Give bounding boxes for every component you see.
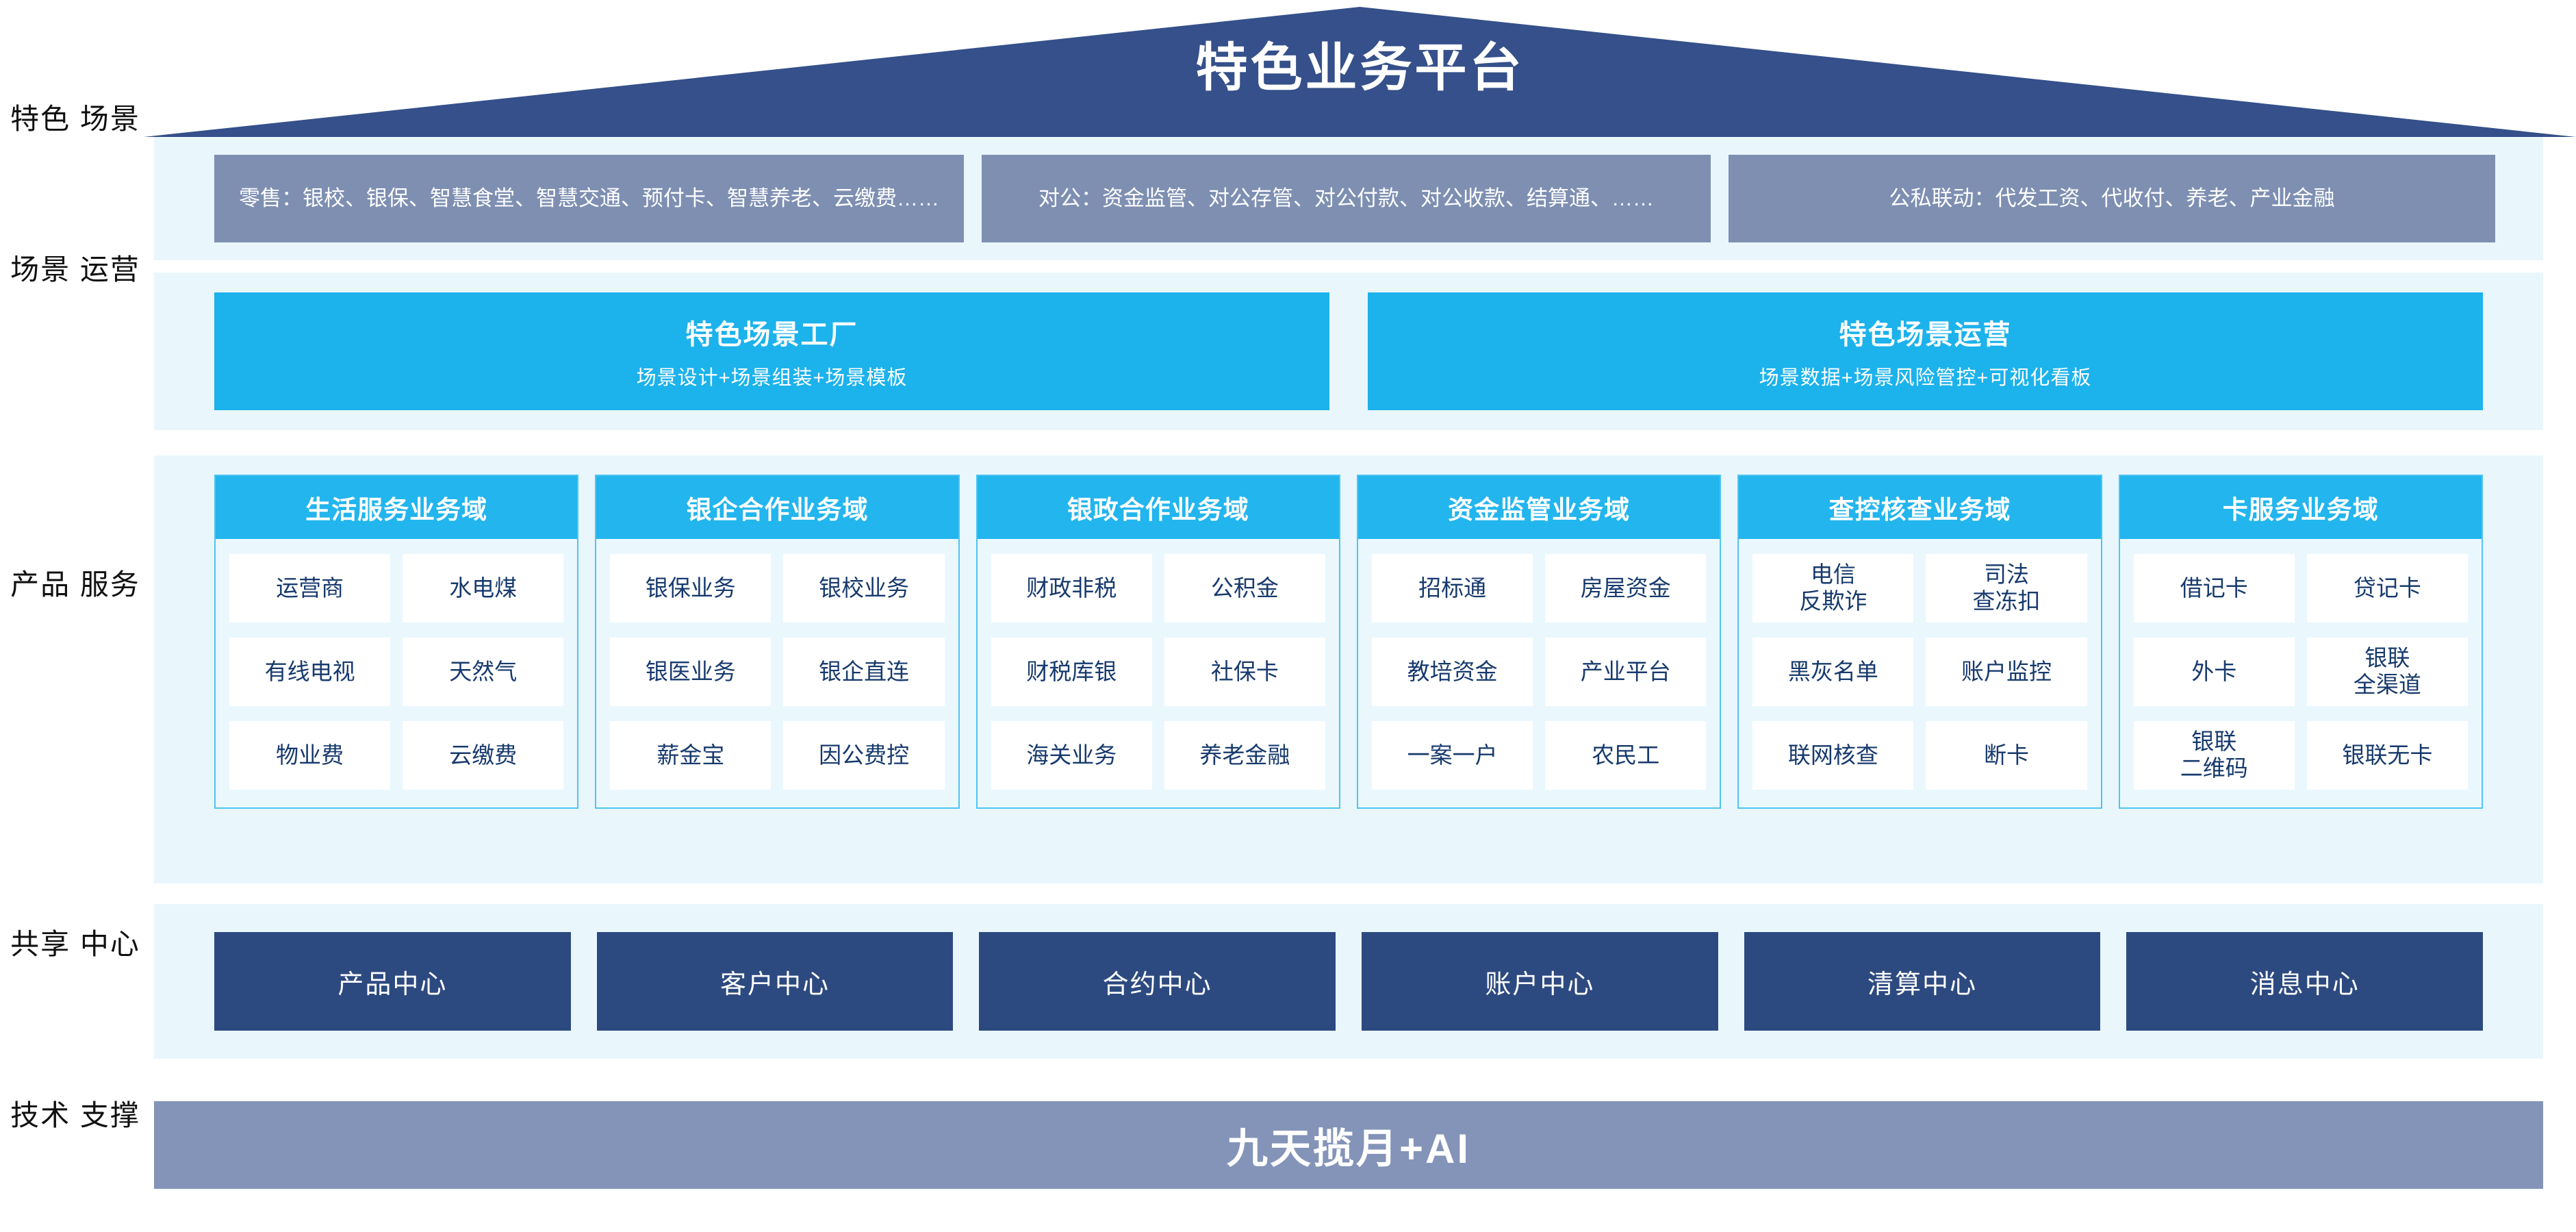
rail-label-scenario: 特色 场景 [10,103,140,135]
domain-item[interactable]: 银联 二维码 [2133,721,2295,790]
domain-card-title: 银政合作业务域 [977,476,1339,539]
domain-card[interactable]: 生活服务业务域运营商水电煤有线电视天然气物业费云缴费 [214,475,579,809]
domain-item[interactable]: 银医业务 [610,638,771,706]
operation-box-factory[interactable]: 特色场景工厂 场景设计+场景组装+场景模板 [214,292,1329,410]
domain-item-grid: 财政非税公积金财税库银社保卡海关业务养老金融 [978,539,1339,807]
domain-item[interactable]: 物业费 [229,721,391,790]
domain-item[interactable]: 公积金 [1164,554,1325,623]
domain-item-grid: 招标通房屋资金教培资金产业平台一案一户农民工 [1358,539,1720,807]
domain-item[interactable]: 有线电视 [229,638,391,706]
shared-center-box[interactable]: 账户中心 [1362,932,1718,1031]
domain-item[interactable]: 财政非税 [991,554,1152,623]
domain-card-title: 资金监管业务域 [1357,476,1720,539]
scenario-band: 零售：银校、银保、智慧食堂、智慧交通、预付卡、智慧养老、云缴费…… 对公：资金监… [154,137,2543,260]
domain-item[interactable]: 社保卡 [1164,638,1325,706]
shared-center-band: 产品中心客户中心合约中心账户中心清算中心消息中心 [154,904,2543,1059]
domain-item-grid: 运营商水电煤有线电视天然气物业费云缴费 [216,539,577,807]
domain-item[interactable]: 断卡 [1926,721,2087,790]
operation-factory-subtitle: 场景设计+场景组装+场景模板 [636,367,908,389]
shared-center-box[interactable]: 客户中心 [596,932,954,1031]
shared-center-box[interactable]: 消息中心 [2126,932,2484,1031]
domain-card-title: 银企合作业务域 [596,476,958,539]
rail-label-operation: 场景 运营 [10,253,140,286]
page-title: 特色业务平台 [1195,39,1525,97]
domain-item[interactable]: 农民工 [1545,721,1707,790]
domain-item[interactable]: 海关业务 [991,721,1152,790]
rail-label-product: 产品 服务 [10,568,140,601]
tech-support-label: 九天揽月+AI [1226,1125,1471,1172]
domain-item-grid: 银保业务银校业务银医业务银企直连薪金宝因公费控 [596,539,958,807]
domain-item[interactable]: 银企直连 [783,638,945,706]
domain-item[interactable]: 银校业务 [783,554,945,623]
domain-item[interactable]: 借记卡 [2133,554,2295,623]
domain-item[interactable]: 银联 全渠道 [2306,638,2468,706]
domain-item[interactable]: 外卡 [2133,638,2295,706]
scenario-box-linkage[interactable]: 公私联动：代发工资、代收付、养老、产业金融 [1729,155,2495,242]
domain-card[interactable]: 资金监管业务域招标通房屋资金教培资金产业平台一案一户农民工 [1356,475,1722,809]
domain-item[interactable]: 司法 查冻扣 [1926,554,2087,623]
shared-center-box[interactable]: 产品中心 [214,932,571,1031]
domain-card[interactable]: 查控核查业务域电信 反欺诈司法 查冻扣黑灰名单账户监控联网核查断卡 [1737,475,2102,809]
domain-item[interactable]: 产业平台 [1545,638,1707,706]
rail-label-shared: 共享 中心 [10,928,140,960]
scenario-box-corporate[interactable]: 对公：资金监管、对公存管、对公付款、对公收款、结算通、…… [982,155,1711,242]
operation-band: 特色场景工厂 场景设计+场景组装+场景模板 特色场景运营 场景数据+场景风险管控… [154,273,2543,430]
domain-item[interactable]: 云缴费 [403,721,564,790]
platform-banner: 特色业务平台 [144,7,2576,137]
domain-item-grid: 电信 反欺诈司法 查冻扣黑灰名单账户监控联网核查断卡 [1739,539,2100,807]
domain-item[interactable]: 财税库银 [991,638,1152,706]
domain-item[interactable]: 电信 反欺诈 [1752,554,1914,623]
rail-label-tech: 技术 支撑 [10,1099,140,1131]
domain-item[interactable]: 养老金融 [1164,721,1325,790]
domain-item[interactable]: 薪金宝 [610,721,771,790]
shared-center-box[interactable]: 合约中心 [979,932,1336,1031]
operation-box-operations[interactable]: 特色场景运营 场景数据+场景风险管控+可视化看板 [1368,292,2483,410]
domain-item[interactable]: 账户监控 [1926,638,2087,706]
domain-card[interactable]: 银企合作业务域银保业务银校业务银医业务银企直连薪金宝因公费控 [595,475,960,809]
domain-item[interactable]: 房屋资金 [1545,554,1707,623]
domain-card-title: 查控核查业务域 [1739,476,2101,539]
domain-item[interactable]: 银保业务 [610,554,771,623]
domain-item[interactable]: 教培资金 [1371,638,1533,706]
domain-card-title: 卡服务业务域 [2119,476,2482,539]
domain-item[interactable]: 一案一户 [1371,721,1533,790]
domain-item-grid: 借记卡贷记卡外卡银联 全渠道银联 二维码银联无卡 [2120,539,2482,807]
domain-card[interactable]: 银政合作业务域财政非税公积金财税库银社保卡海关业务养老金融 [975,475,1340,809]
domain-item[interactable]: 运营商 [229,554,391,623]
domain-item[interactable]: 招标通 [1371,554,1533,623]
product-service-band: 生活服务业务域运营商水电煤有线电视天然气物业费云缴费银企合作业务域银保业务银校业… [154,455,2543,883]
domain-item[interactable]: 因公费控 [783,721,945,790]
domain-item[interactable]: 黑灰名单 [1752,638,1914,706]
scenario-box-retail[interactable]: 零售：银校、银保、智慧食堂、智慧交通、预付卡、智慧养老、云缴费…… [214,155,964,242]
domain-item[interactable]: 银联无卡 [2306,721,2468,790]
operation-operations-title: 特色场景运营 [1839,320,2012,350]
domain-item[interactable]: 水电煤 [403,554,564,623]
domain-item[interactable]: 天然气 [403,638,564,706]
shared-center-box[interactable]: 清算中心 [1744,932,2101,1031]
domain-card[interactable]: 卡服务业务域借记卡贷记卡外卡银联 全渠道银联 二维码银联无卡 [2118,475,2483,809]
operation-operations-subtitle: 场景数据+场景风险管控+可视化看板 [1759,367,2092,389]
domain-item[interactable]: 贷记卡 [2306,554,2468,623]
domain-card-title: 生活服务业务域 [216,476,578,539]
operation-factory-title: 特色场景工厂 [685,320,858,350]
tech-support-bar[interactable]: 九天揽月+AI [154,1101,2543,1189]
domain-item[interactable]: 联网核查 [1752,721,1914,790]
